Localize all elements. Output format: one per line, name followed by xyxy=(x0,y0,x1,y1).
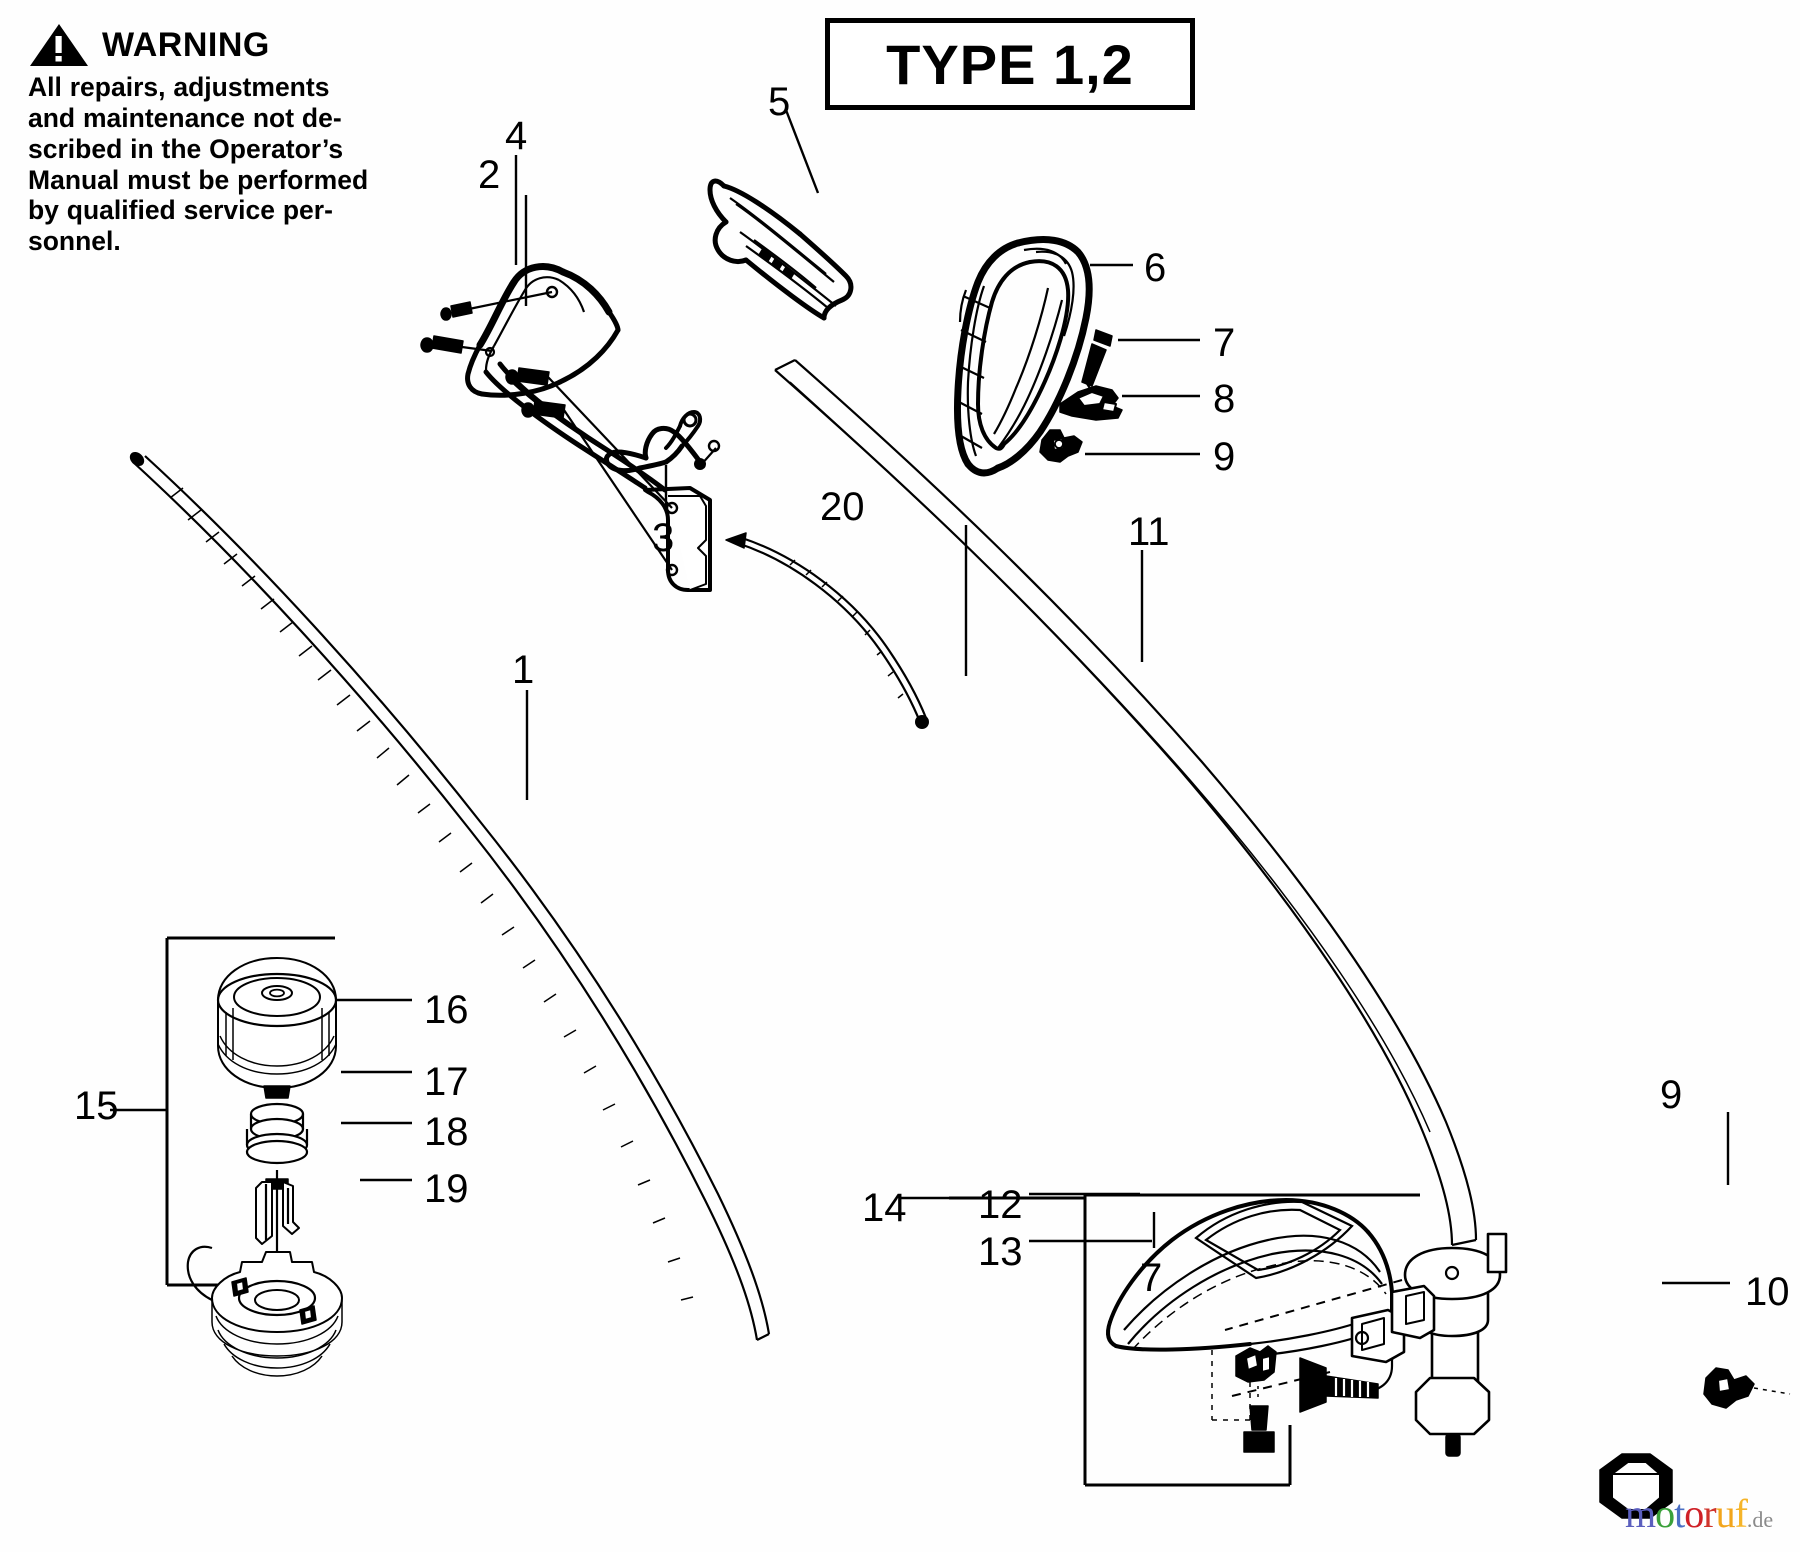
part-10-hex-nut xyxy=(1599,1453,1673,1519)
watermark-letter: u xyxy=(1715,1491,1736,1536)
watermark-letter: o xyxy=(1684,1491,1704,1536)
warning-line: and maintenance not de- xyxy=(28,102,342,133)
warning-triangle-icon xyxy=(30,24,88,66)
callout-number-11: 11 xyxy=(1128,510,1170,554)
callout-number-13: 13 xyxy=(978,1230,1023,1274)
part-11-drive-shaft-tube xyxy=(774,359,1478,1247)
motoruf-watermark: motoruf.de xyxy=(1625,1494,1773,1534)
warning-line: sonnel. xyxy=(28,226,121,257)
callout-number-14: 14 xyxy=(862,1186,907,1230)
part-4-handle-upper-half xyxy=(465,263,712,592)
watermark-letter: r xyxy=(1703,1491,1716,1536)
part-9-wing-nut-right xyxy=(1703,1367,1791,1409)
warning-title: WARNING xyxy=(102,25,270,64)
callout-number-10: 10 xyxy=(1745,1270,1790,1314)
leader-lines xyxy=(110,109,1730,1285)
watermark-suffix: .de xyxy=(1746,1507,1774,1532)
part-19-line-spool xyxy=(186,1245,343,1377)
part-8-clamp-bracket xyxy=(1059,385,1123,421)
watermark-letter: f xyxy=(1734,1491,1748,1536)
part-20-throttle-cable xyxy=(725,532,929,729)
warning-line: Manual must be performed xyxy=(28,164,369,195)
part-6-d-loop-handle xyxy=(954,236,1093,477)
callout-number-16: 16 xyxy=(424,988,469,1032)
callout-number-17: 17 xyxy=(424,1060,469,1104)
watermark-letter: o xyxy=(1655,1491,1675,1536)
callout-number-7: 7 xyxy=(1213,321,1236,365)
warning-header: WARNING xyxy=(28,22,418,68)
part-16-head-cover-cap xyxy=(216,957,338,1099)
watermark-letter: m xyxy=(1625,1491,1656,1536)
callout-number-9: 9 xyxy=(1660,1073,1683,1117)
warning-line: All repairs, adjustments xyxy=(28,72,330,102)
part-3-throttle-lever xyxy=(603,410,721,474)
callout-number-15: 15 xyxy=(74,1084,119,1128)
watermark-letters: motoruf xyxy=(1625,1491,1748,1536)
callout-number-2: 2 xyxy=(478,153,501,197)
warning-body: All repairs, adjustments and maintenance… xyxy=(28,72,418,257)
callout-number-1: 1 xyxy=(512,648,535,692)
callout-number-8: 8 xyxy=(1213,377,1236,421)
callout-number-3: 3 xyxy=(652,516,675,560)
callout-number-12: 12 xyxy=(978,1183,1023,1227)
part-2-screws xyxy=(420,290,673,571)
callout-number-19: 19 xyxy=(424,1167,469,1211)
part-12-clip xyxy=(1235,1345,1277,1383)
warning-line: scribed in the Operator’s xyxy=(28,133,344,164)
type-label: TYPE 1,2 xyxy=(886,32,1134,96)
part-7-carriage-bolt-bottom xyxy=(1299,1357,1379,1413)
part-17-spring xyxy=(245,1102,309,1165)
part-18-retainer-clip xyxy=(255,1170,300,1255)
part-13-screw-small xyxy=(1243,1386,1275,1453)
warning-block: WARNING All repairs, adjustments and mai… xyxy=(28,22,418,257)
callout-number-6: 6 xyxy=(1144,246,1167,290)
warning-line: by qualified service per- xyxy=(28,195,333,226)
callout-number-5: 5 xyxy=(768,80,791,124)
callout-number-4: 4 xyxy=(505,114,528,158)
part-14-shield-assembly xyxy=(1106,1198,1436,1421)
part-9-wing-nut-top xyxy=(1039,429,1083,463)
callout-number-20: 20 xyxy=(820,485,865,529)
shield-box xyxy=(949,1193,1420,1487)
callout-number-18: 18 xyxy=(424,1110,469,1154)
type-box: TYPE 1,2 xyxy=(825,18,1195,110)
part-5-handle-clamp xyxy=(707,178,854,321)
callout-number-9: 9 xyxy=(1213,435,1236,479)
shaft-coupler xyxy=(1224,1232,1508,1457)
callout-number-7: 7 xyxy=(1140,1256,1163,1300)
part-1-flexible-drive-shaft xyxy=(129,452,771,1341)
watermark-letter: t xyxy=(1674,1491,1685,1536)
